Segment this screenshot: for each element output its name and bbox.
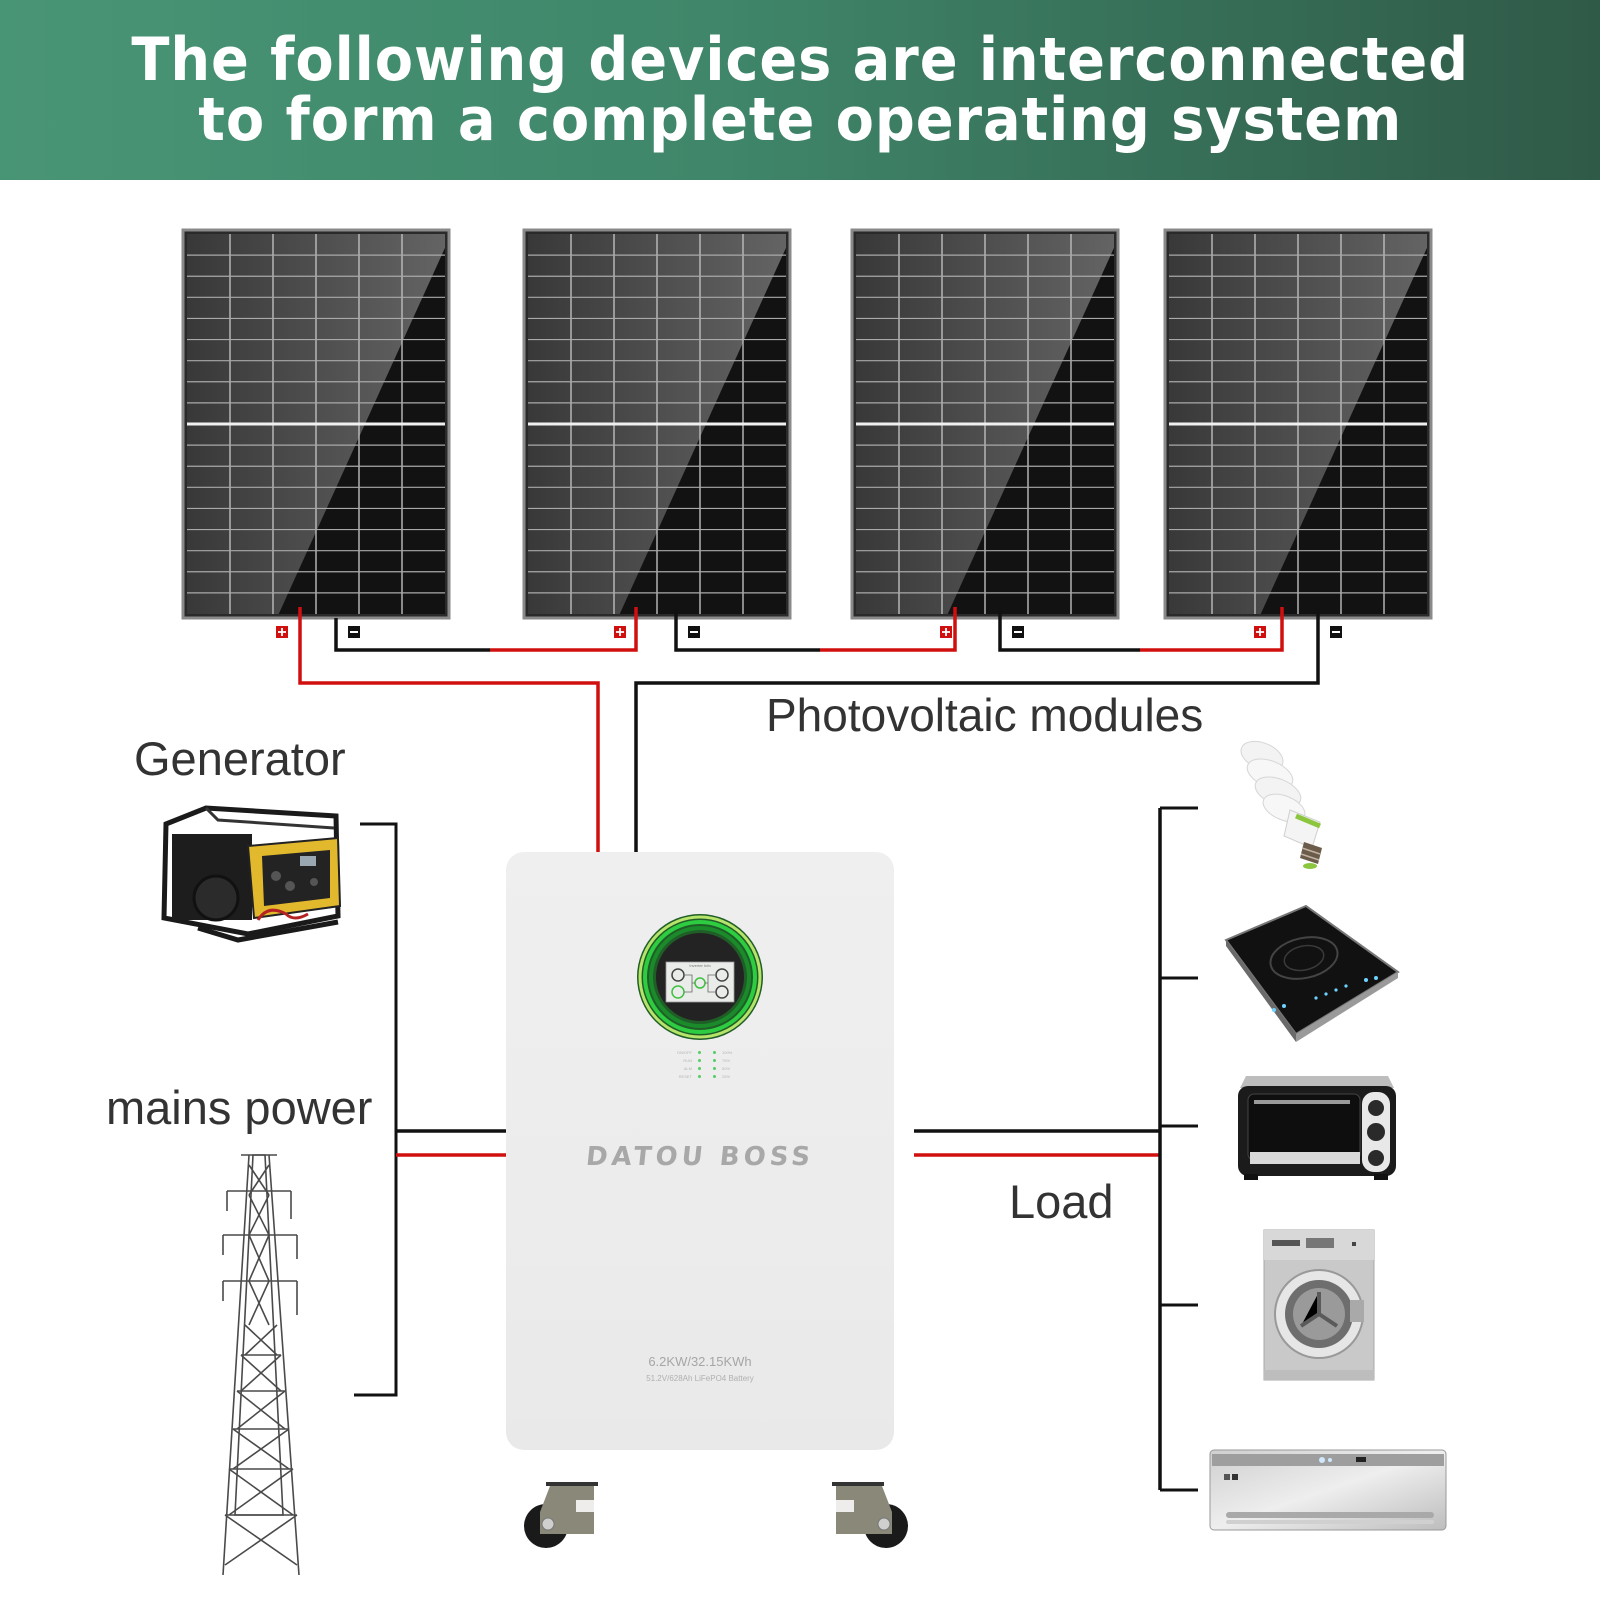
soc-led — [713, 1066, 716, 1070]
indicator-led — [698, 1074, 701, 1078]
load-label: Load — [1009, 1175, 1114, 1228]
positive-terminal-icon — [614, 626, 626, 638]
soc-level: 100% — [722, 1049, 733, 1055]
wire-series-2-3-red — [820, 607, 957, 652]
indicator-row: RESET 25% — [666, 1072, 746, 1080]
air-conditioner-icon — [1209, 1449, 1447, 1531]
wire-series-1-2 — [334, 618, 490, 652]
display-screen: Inverter Info — [665, 961, 735, 1003]
soc-level: 25% — [722, 1073, 731, 1079]
ac-output-wiring — [914, 806, 1198, 1492]
wire-series-2-3 — [674, 607, 820, 652]
ac-input-wiring — [354, 822, 514, 1397]
photovoltaic-label: Photovoltaic modules — [766, 689, 1204, 741]
solar-panel-icon — [1163, 228, 1433, 620]
soc-led — [713, 1058, 716, 1062]
indicator-label: RESET — [678, 1073, 692, 1079]
generator-label: Generator — [134, 732, 346, 785]
soc-led — [713, 1050, 716, 1054]
terminal-markers — [276, 626, 1342, 638]
screen-title: Inverter Info — [689, 963, 711, 968]
wire-series-3-4 — [998, 607, 1140, 652]
solar-panel-icon — [522, 228, 792, 620]
indicator-row: ALM 50% — [666, 1064, 746, 1072]
generator-icon — [161, 805, 342, 943]
indicator-label: ALM — [683, 1065, 692, 1071]
indicator-label: RUN — [683, 1057, 692, 1063]
soc-led — [713, 1074, 716, 1078]
inverter-display: Inverter Info — [637, 914, 763, 1040]
header-banner: The following devices are interconnected… — [0, 0, 1600, 180]
header-title-line-2: to form a complete operating system — [198, 85, 1402, 155]
dc-wiring — [298, 607, 1320, 870]
indicator-led — [698, 1058, 701, 1062]
indicator-led — [698, 1066, 701, 1070]
mains-power-label: mains power — [106, 1081, 373, 1134]
transmission-tower-icon — [222, 1154, 300, 1576]
positive-terminal-icon — [1254, 626, 1266, 638]
negative-terminal-icon — [688, 626, 700, 638]
indicator-panel: ON/OFF 100% RUN 75% ALM 50% RESET 25% — [666, 1048, 746, 1080]
photovoltaic-array — [181, 228, 1433, 620]
positive-terminal-icon — [276, 626, 288, 638]
spec-power-capacity: 6.2KW/32.15KWh — [648, 1354, 752, 1369]
header-title-line-1: The following devices are interconnected — [131, 25, 1469, 95]
wire-series-3-4-red — [1140, 607, 1284, 652]
inverter-battery-unit: Inverter Info ON/OFF 100% RUN 75% ALM 50… — [506, 852, 894, 1450]
negative-terminal-icon — [348, 626, 360, 638]
wire-positive-main — [298, 607, 600, 870]
wire-negative-main — [634, 607, 1320, 870]
negative-terminal-icon — [1012, 626, 1024, 638]
soc-level: 50% — [722, 1065, 731, 1071]
solar-panel-icon — [181, 228, 451, 620]
indicator-row: RUN 75% — [666, 1056, 746, 1064]
toaster-oven-icon — [1238, 1076, 1396, 1180]
positive-terminal-icon — [940, 626, 952, 638]
wire-series-1-2-red — [490, 607, 638, 652]
indicator-label: ON/OFF — [676, 1049, 692, 1055]
negative-terminal-icon — [1330, 626, 1342, 638]
generator-wire — [354, 822, 398, 1397]
induction-cooktop-icon — [1224, 904, 1400, 1042]
indicator-row: ON/OFF 100% — [666, 1048, 746, 1056]
spec-battery: 51.2V/628Ah LiFePO4 Battery — [646, 1374, 754, 1383]
solar-panel-icon — [850, 228, 1120, 620]
brand-logo: DATOU BOSS — [584, 1142, 816, 1172]
soc-level: 75% — [722, 1057, 731, 1063]
washing-machine-icon — [1263, 1229, 1375, 1381]
light-bulb-icon — [1240, 740, 1322, 869]
indicator-led — [698, 1050, 701, 1054]
